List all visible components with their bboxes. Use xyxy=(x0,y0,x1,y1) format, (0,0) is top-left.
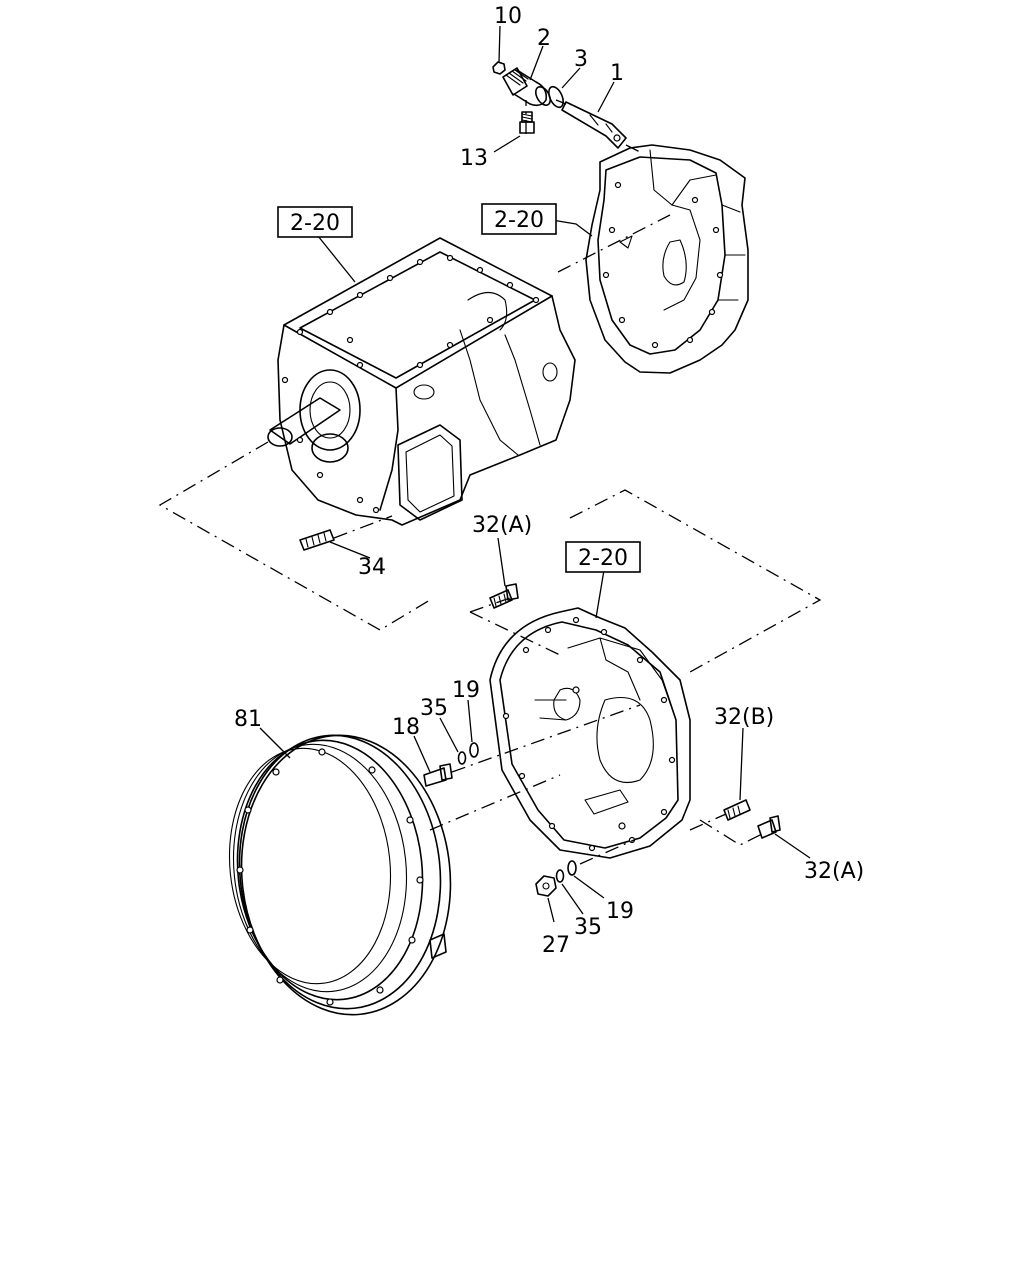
part-3-o-ring xyxy=(548,85,564,109)
callout-32a-top: 32(A) xyxy=(472,513,532,538)
bell-housing-upper xyxy=(585,144,749,374)
callout-35-upper: 35 xyxy=(420,696,448,721)
reference-box-lower[interactable]: 2-20 xyxy=(565,541,641,573)
part-19-washer-upper xyxy=(469,742,479,758)
part-13-bolt xyxy=(519,111,535,134)
part-35-lockwasher-upper xyxy=(457,751,467,765)
part-27-nut xyxy=(535,875,557,897)
reference-label-left: 2-20 xyxy=(290,211,340,236)
callout-19-upper: 19 xyxy=(452,678,480,703)
callout-81: 81 xyxy=(234,707,262,732)
part-32b-stud xyxy=(723,799,751,821)
part-19-washer-lower xyxy=(567,860,577,876)
callout-10: 10 xyxy=(494,4,522,29)
part-10-plug xyxy=(492,61,506,75)
part-32a-bolt-right xyxy=(757,815,781,839)
part-18-bolt xyxy=(423,763,453,787)
callout-3: 3 xyxy=(574,47,588,72)
part-81-ring xyxy=(228,734,452,1016)
clutch-housing xyxy=(489,607,691,859)
callout-27: 27 xyxy=(542,933,570,958)
callout-labels: 10 2 3 1 13 34 32(A) 81 18 35 19 32(B) 3… xyxy=(234,4,864,958)
reference-label-lower: 2-20 xyxy=(578,546,628,571)
callout-19-lower: 19 xyxy=(606,899,634,924)
leader-lines xyxy=(259,25,811,923)
callout-32b: 32(B) xyxy=(714,705,774,730)
callout-13: 13 xyxy=(460,146,488,171)
part-35-lockwasher-lower xyxy=(555,869,565,883)
part-2-switch xyxy=(502,67,552,107)
callout-32a-right: 32(A) xyxy=(804,859,864,884)
reference-box-right[interactable]: 2-20 xyxy=(481,203,557,235)
part-32a-bolt-top xyxy=(489,583,519,609)
callout-18: 18 xyxy=(392,715,420,740)
callout-35-lower: 35 xyxy=(574,915,602,940)
part-34-stud xyxy=(299,529,335,551)
part-1-rod xyxy=(561,101,627,149)
reference-box-left[interactable]: 2-20 xyxy=(277,206,353,238)
callout-1: 1 xyxy=(610,61,624,86)
assembly-lines xyxy=(158,99,822,865)
callout-2: 2 xyxy=(537,26,551,51)
callout-34: 34 xyxy=(358,555,386,580)
transmission-case xyxy=(267,237,576,526)
reference-label-right: 2-20 xyxy=(494,208,544,233)
